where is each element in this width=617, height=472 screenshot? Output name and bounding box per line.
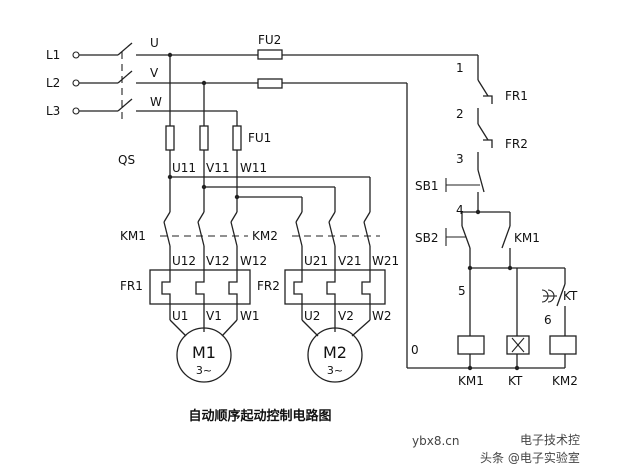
label-v1: V1: [206, 309, 222, 323]
label-m1: M1: [192, 343, 216, 362]
km1-main-contacts: [160, 211, 248, 270]
control-circuit: [445, 55, 577, 371]
label-v: V: [150, 66, 159, 80]
label-v12: V12: [206, 254, 229, 268]
label-coil-km1: KM1: [458, 374, 484, 388]
coil-km1: [457, 335, 485, 355]
node-0: 0: [411, 343, 419, 357]
label-fr1-main: FR1: [120, 279, 143, 293]
label-coil-km2: KM2: [552, 374, 578, 388]
label-v2: V2: [338, 309, 354, 323]
label-u21: U21: [304, 254, 328, 268]
label-v21: V21: [338, 254, 361, 268]
label-l3: L3: [46, 104, 60, 118]
fr1-thermal-relay: [149, 269, 251, 337]
label-v11: V11: [206, 161, 229, 175]
label-u2: U2: [304, 309, 320, 323]
coil-kt: [506, 335, 530, 355]
label-km1-main: KM1: [120, 229, 146, 243]
phase-lines: [165, 55, 371, 212]
label-sb2: SB2: [415, 231, 438, 245]
fu1-fuse-v: [199, 125, 209, 151]
fu1-fuse-u: [165, 125, 175, 151]
label-w12: W12: [240, 254, 267, 268]
label-m1-phase: 3~: [196, 364, 212, 377]
label-coil-kt: KT: [508, 374, 523, 388]
node-6: 6: [544, 313, 552, 327]
node-1: 1: [456, 61, 464, 75]
label-u1: U1: [172, 309, 188, 323]
motor-m1: [176, 327, 232, 383]
label-l1: L1: [46, 48, 60, 62]
label-u11: U11: [172, 161, 196, 175]
label-w1: W1: [240, 309, 260, 323]
label-sb1: SB1: [415, 179, 438, 193]
label-fr1-contact: FR1: [505, 89, 528, 103]
label-km1-aux: KM1: [514, 231, 540, 245]
label-fu2: FU2: [258, 33, 281, 47]
node-3: 3: [456, 152, 464, 166]
node-4: 4: [456, 203, 464, 217]
label-w: W: [150, 95, 162, 109]
motor-m2: [307, 327, 363, 383]
label-u12: U12: [172, 254, 196, 268]
label-fr2-main: FR2: [257, 279, 280, 293]
diagram-caption: 自动顺序起动控制电路图: [188, 408, 331, 424]
node-2: 2: [456, 107, 464, 121]
coil-km2: [549, 335, 577, 355]
label-m2-phase: 3~: [327, 364, 343, 377]
km2-main-contacts: [292, 211, 380, 270]
node-5: 5: [458, 284, 466, 298]
label-qs: QS: [118, 153, 135, 167]
label-m2: M2: [323, 343, 347, 362]
label-w11: W11: [240, 161, 267, 175]
fr2-thermal-relay: [284, 269, 386, 337]
fu1-fuse-w: [232, 125, 242, 151]
label-fr2-contact: FR2: [505, 137, 528, 151]
watermark-source: 电子技术控: [520, 433, 580, 447]
label-kt-contact: KT: [563, 289, 578, 303]
label-fu1: FU1: [248, 131, 271, 145]
watermark-platform: 头条 @电子实验室: [480, 450, 580, 465]
label-u: U: [150, 36, 159, 50]
watermark-site: ybx8.cn: [412, 434, 459, 448]
label-w21: W21: [372, 254, 399, 268]
fu2-fuse-top: [257, 49, 283, 60]
label-l2: L2: [46, 76, 60, 90]
fu2-fuse-bottom: [257, 78, 283, 89]
label-w2: W2: [372, 309, 392, 323]
label-km2-main: KM2: [252, 229, 278, 243]
